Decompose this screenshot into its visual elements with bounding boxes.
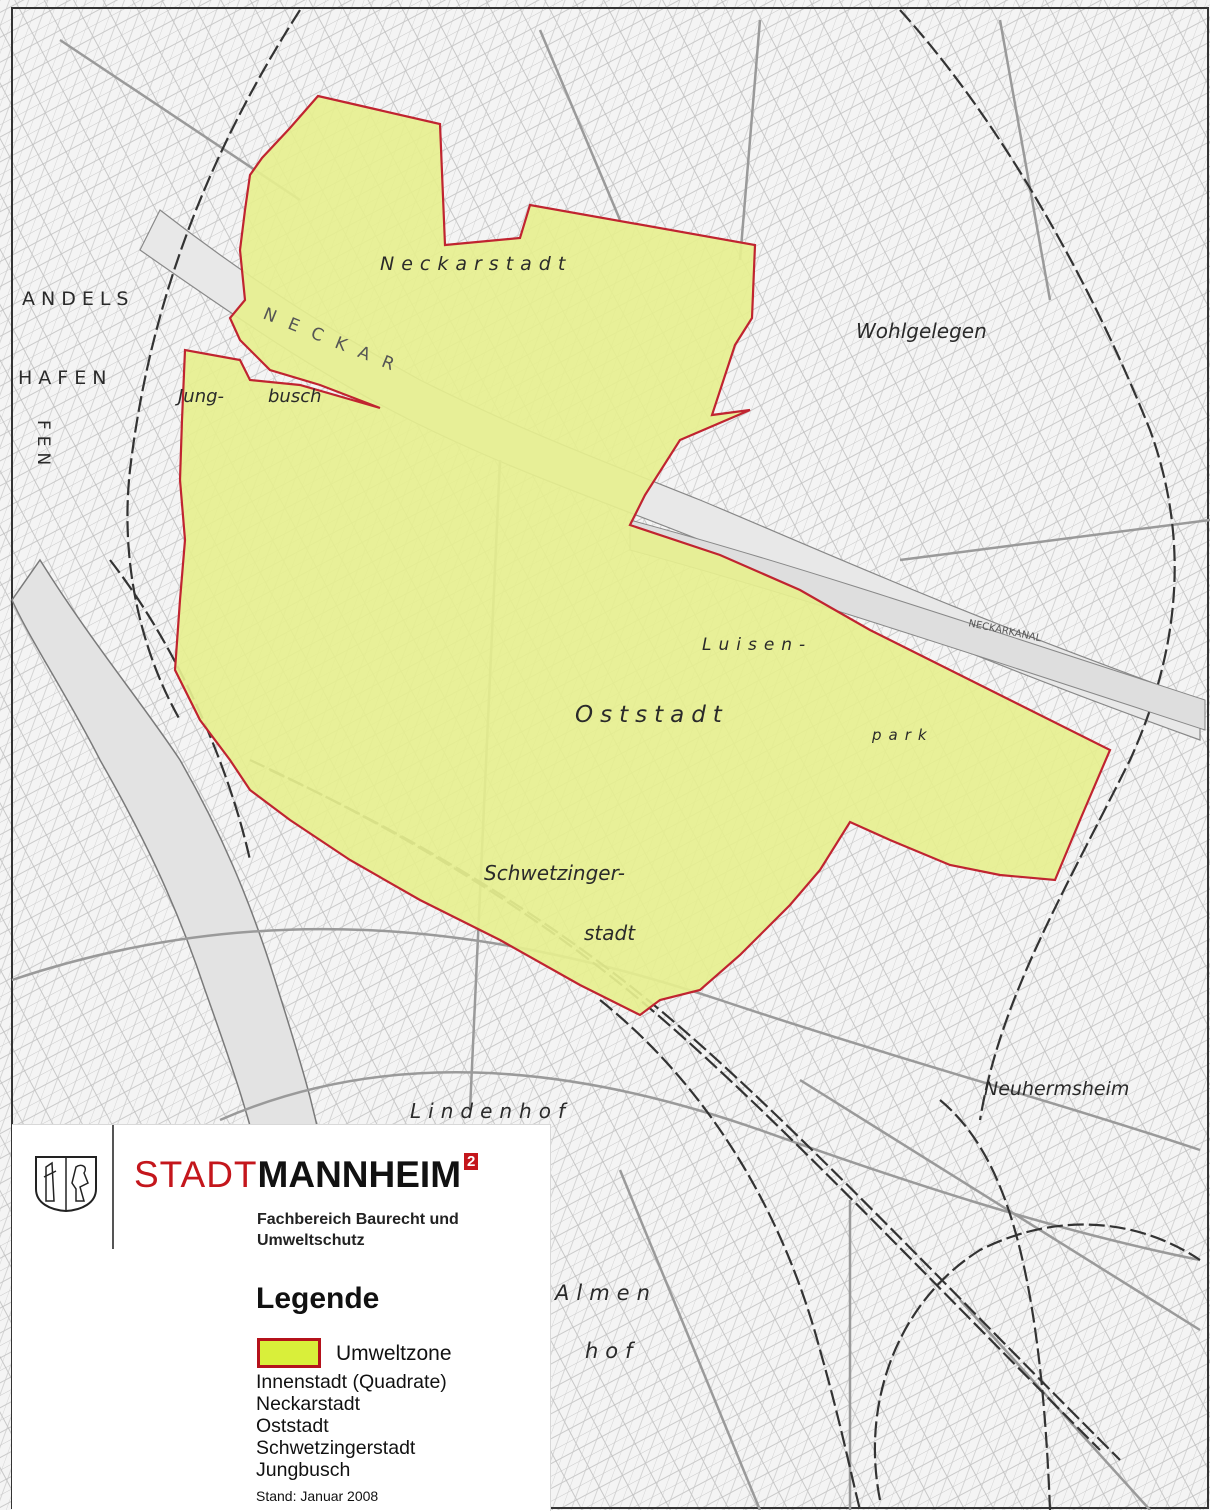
label-hafen: HAFEN: [18, 367, 112, 389]
legend-date: Stand: Januar 2008: [256, 1488, 379, 1504]
label-wohlgelegen: Wohlgelegen: [856, 319, 987, 343]
label-lindenhof: Lindenhof: [410, 1099, 572, 1123]
label-handels: ANDELS: [22, 288, 135, 310]
umweltzone-label: Umweltzone: [336, 1342, 452, 1365]
map-border: [11, 7, 1209, 1509]
brand-mannheim: MANNHEIM: [257, 1154, 462, 1195]
label-jung: Jung-: [175, 386, 224, 407]
legend-title: Legende: [256, 1282, 380, 1315]
department-line-1: Fachbereich Baurecht und: [257, 1211, 459, 1228]
label-oststadt: Oststadt: [575, 702, 729, 728]
legend-area-list: Innenstadt (Quadrate) Neckarstadt Oststa…: [256, 1371, 447, 1481]
legend-area-item: Innenstadt (Quadrate): [256, 1371, 447, 1393]
label-almen: Almen: [553, 1281, 657, 1305]
label-hof: hof: [585, 1339, 640, 1363]
legend-area-item: Jungbusch: [256, 1459, 351, 1481]
label-park: park: [871, 726, 934, 744]
city-crest-icon: [35, 1156, 97, 1213]
umweltzone-swatch: [257, 1338, 321, 1368]
label-schwetzinger: Schwetzinger-: [484, 861, 625, 885]
legend-area-item: Neckarstadt: [256, 1393, 361, 1415]
legend-area-item: Schwetzingerstadt: [256, 1437, 416, 1459]
label-neckarstadt: Neckarstadt: [380, 253, 572, 275]
umweltzone-area[interactable]: [173, 94, 1112, 1017]
label-stadt: stadt: [584, 921, 636, 945]
brand-stadt: STADT: [134, 1154, 258, 1195]
label-luisen: Luisen-: [702, 635, 812, 655]
label-busch: busch: [268, 386, 322, 407]
brand-superscript: 2: [464, 1153, 479, 1170]
legend-area-item: Oststadt: [256, 1415, 329, 1437]
department-name: Fachbereich Baurecht und Umweltschutz: [257, 1209, 459, 1251]
department-line-2: Umweltschutz: [257, 1232, 365, 1249]
label-neuhermsheim: Neuhermsheim: [984, 1078, 1129, 1100]
crest-divider: [112, 1125, 114, 1249]
label-hafen-vertical: FEN: [33, 420, 53, 471]
